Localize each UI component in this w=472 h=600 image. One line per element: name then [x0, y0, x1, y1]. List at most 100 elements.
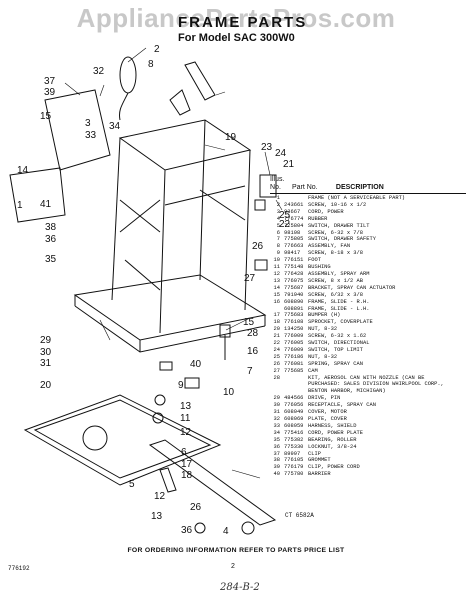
part-no-cell: 775780 [284, 471, 304, 478]
description-cell: BUMPER (H) [308, 312, 341, 319]
cover-plate [44, 89, 111, 171]
callout-label: 29 [40, 335, 52, 346]
part-no-cell: 608891 [284, 305, 304, 312]
slide-rail [148, 439, 277, 526]
table-row: 7 775805 SWITCH, DRAWER SAFETY [270, 236, 466, 243]
drawer-tray [23, 394, 222, 486]
description-cell: FOOT [308, 257, 321, 264]
callout-label: 15 [243, 317, 255, 328]
illus-no-cell: 16 [273, 298, 280, 305]
illus-no-cell: 38 [273, 457, 280, 464]
description-cell: CLIP, POWER CORD [308, 464, 360, 471]
callout-label: 31 [40, 358, 52, 369]
illus-no-cell: 34 [273, 429, 280, 436]
description-cell: SPRING, SPRAY CAN [308, 360, 363, 367]
description-cell: FRAME, SLIDE - L.H. [308, 305, 370, 312]
callout-label: 26 [252, 241, 264, 252]
illus-no-cell: 28 [273, 374, 280, 381]
callout-label: 13 [180, 401, 192, 412]
illus-no-cell: 6 [276, 229, 280, 236]
illus-no-cell: 7 [276, 236, 280, 243]
description-cell: FRAME, SLIDE - R.H. [308, 298, 370, 305]
handwritten-note: 284-B-2 [220, 582, 260, 593]
watermark: AppliancePartsPros.com [76, 3, 396, 33]
illus-no-cell: 40 [273, 471, 280, 478]
callout-label: 16 [247, 346, 259, 357]
description-cell: RECEPTACLE, SPRAY CAN [308, 402, 376, 409]
frame-top [118, 119, 252, 171]
description-cell: LOCKNUT, 3/8-24 [308, 443, 357, 450]
callout-label: 39 [44, 87, 56, 98]
callout-label: 36 [181, 525, 193, 536]
part-no-cell: 243661 [284, 201, 304, 208]
callout-label: 22 [279, 219, 291, 230]
part-no-cell: 775805 [284, 236, 304, 243]
header-part-no: Part No. [291, 184, 318, 191]
illus-no-cell: 17 [273, 312, 280, 319]
description-cell: PLATE, COVER [308, 416, 347, 422]
callout-label: 24 [275, 148, 287, 159]
part-no-cell: 89997 [284, 450, 301, 457]
callout-label: 21 [283, 159, 295, 170]
callout-label: 27 [244, 273, 256, 284]
description-cell: SPROCKET, COVERPLATE [308, 319, 373, 326]
document-number: 776192 [8, 565, 30, 572]
description-cell: SCREW, 6-32 x 7/8 [308, 229, 363, 236]
illus-no-cell: 9 [276, 250, 280, 257]
part-no-cell: 776663 [284, 243, 304, 250]
illus-no-cell: 25 [273, 353, 280, 360]
illus-no-cell: 20 [273, 326, 280, 333]
illus-no-cell: 39 [273, 464, 280, 471]
description-cell: DRIVE, PIN [308, 395, 341, 402]
description-cell: RUBBER [308, 215, 328, 222]
callout-label: 40 [190, 359, 202, 370]
description-cell: KIT, AEROSOL CAN WITH NOZZLE (CAN BE PUR… [308, 374, 444, 395]
part-no-cell: 775685 [284, 367, 304, 374]
illus-no-cell: 10 [273, 257, 280, 264]
description-cell: NUT, 8-32 [308, 326, 338, 333]
frame-base [73, 274, 267, 341]
callout-label: 25 [279, 210, 291, 221]
illus-no-cell: 31 [273, 409, 280, 416]
callout-label: 34 [109, 121, 121, 132]
illus-no-cell: 26 [273, 360, 280, 367]
illus-no-cell: 33 [273, 422, 280, 429]
page-title: FRAME PARTS [178, 14, 308, 31]
power-cord [119, 56, 137, 94]
part-no-cell: 776105 [284, 457, 304, 464]
spray-arm [184, 61, 216, 101]
description-cell: NUT, 8-32 [308, 353, 338, 360]
part-no-cell: 775382 [284, 436, 304, 443]
table-header: Illus. No. Part No. DESCRIPTION [270, 176, 466, 192]
part-no-cell: 776081 [284, 360, 304, 367]
callout-label: 2 [154, 44, 160, 55]
page-number: 2 [231, 563, 235, 570]
description-cell: CLIP [308, 450, 321, 457]
part-no-cell: 776009 [284, 333, 304, 340]
description-cell: SWITCH, DRAWER SAFETY [308, 236, 376, 243]
callout-label: 23 [261, 142, 273, 153]
callout-label: 5 [129, 479, 135, 490]
description-cell: BEARING, ROLLER [308, 436, 357, 443]
callout-label: 32 [93, 66, 105, 77]
callout-label: 26 [190, 502, 202, 513]
frame-post [111, 137, 121, 301]
